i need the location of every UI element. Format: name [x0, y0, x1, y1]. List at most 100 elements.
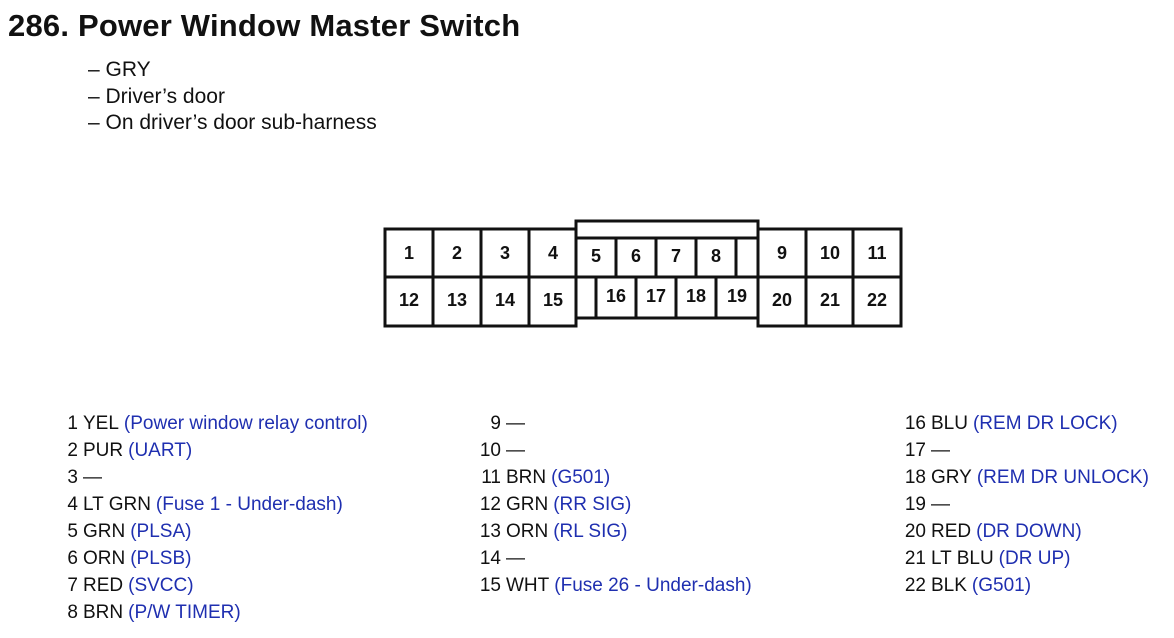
pin-function: (SVCC)	[128, 575, 194, 596]
pin-number: 19	[904, 494, 926, 515]
wire-color: WHT	[506, 575, 550, 596]
wire-color: ORN	[83, 548, 126, 569]
pin-legend-row: 17—	[0, 437, 1149, 464]
wire-color: —	[931, 440, 950, 461]
pin-label: 11	[867, 243, 886, 263]
pin-number: 3	[67, 467, 78, 488]
pin-label: 22	[867, 290, 887, 310]
pin-function: (P/W TIMER)	[128, 602, 241, 623]
pin-label: 9	[777, 243, 787, 263]
pin-label: 10	[820, 243, 840, 263]
wire-color: LT BLU	[931, 548, 994, 569]
pin-function: (DR UP)	[998, 548, 1071, 569]
pin-label: 7	[671, 246, 681, 266]
pin-number: 9	[490, 413, 501, 434]
pin-label: 20	[772, 290, 792, 310]
pin-legend-row: 10—	[0, 437, 752, 464]
pin-label: 18	[686, 286, 706, 306]
pin-number: 20	[904, 521, 926, 542]
pin-label: 21	[820, 290, 840, 310]
wire-color: GRN	[506, 494, 549, 515]
wire-color: —	[506, 440, 525, 461]
pin-function: (REM DR LOCK)	[972, 413, 1118, 434]
pin-number: 15	[479, 575, 501, 596]
pin-label: 19	[727, 286, 747, 306]
wire-color: BLK	[931, 575, 967, 596]
pin-number: 8	[67, 602, 78, 623]
pin-function: (RL SIG)	[553, 521, 628, 542]
pin-label: 14	[495, 290, 515, 310]
pin-function: (UART)	[128, 440, 193, 461]
pin-function: (Power window relay control)	[123, 413, 368, 434]
pin-number: 17	[904, 440, 926, 461]
pin-label: 3	[500, 243, 510, 263]
connector-color-note: – GRY	[88, 58, 151, 81]
pin-label: 13	[447, 290, 467, 310]
pin-label: 15	[543, 290, 563, 310]
wire-color: —	[506, 413, 525, 434]
page-title: 286. Power Window Master Switch	[8, 8, 521, 43]
wire-color: LT GRN	[83, 494, 151, 515]
pin-function: (Fuse 26 - Under-dash)	[554, 575, 752, 596]
pin-label: 2	[452, 243, 462, 263]
pin-number: 4	[67, 494, 78, 515]
wire-color: RED	[931, 521, 972, 542]
wire-color: RED	[83, 575, 124, 596]
wire-color: —	[83, 467, 102, 488]
pin-number: 16	[904, 413, 926, 434]
wire-color: YEL	[83, 413, 119, 434]
pin-function: (RR SIG)	[553, 494, 632, 515]
pin-number: 1	[67, 413, 78, 434]
pin-number: 7	[67, 575, 78, 596]
pin-number: 5	[67, 521, 78, 542]
pin-legend-row: 14—	[0, 545, 752, 572]
pin-function: (PLSB)	[130, 548, 192, 569]
pin-function: (G501)	[551, 467, 611, 488]
wire-color: —	[506, 548, 525, 569]
wire-color: BRN	[506, 467, 547, 488]
pin-label: 17	[646, 286, 666, 306]
connector-location-note: – Driver’s door	[88, 84, 225, 108]
pin-label: 8	[711, 246, 721, 266]
pin-function: (DR DOWN)	[976, 521, 1082, 542]
pin-number: 11	[481, 467, 501, 488]
pin-number: 18	[904, 467, 926, 488]
pin-legend-row: 3—	[0, 464, 368, 491]
pin-function: (Fuse 1 - Under-dash)	[155, 494, 343, 515]
pin-label: 5	[591, 246, 601, 266]
pin-number: 2	[67, 440, 78, 461]
pin-label: 16	[606, 286, 626, 306]
wire-color: GRY	[931, 467, 972, 488]
pin-function: (REM DR UNLOCK)	[976, 467, 1149, 488]
pin-number: 21	[904, 548, 926, 569]
pin-number: 6	[67, 548, 78, 569]
pin-label: 4	[548, 243, 558, 263]
pin-number: 22	[904, 575, 926, 596]
pin-number: 14	[479, 548, 501, 569]
wire-color: —	[931, 494, 950, 515]
pin-label: 6	[631, 246, 641, 266]
wire-color: ORN	[506, 521, 549, 542]
wire-color: GRN	[83, 521, 126, 542]
connector-description: – GRY – Driver’s door – On driver’s door…	[88, 57, 377, 137]
wire-color: BRN	[83, 602, 124, 623]
pin-legend-row: 19—	[0, 491, 1149, 518]
